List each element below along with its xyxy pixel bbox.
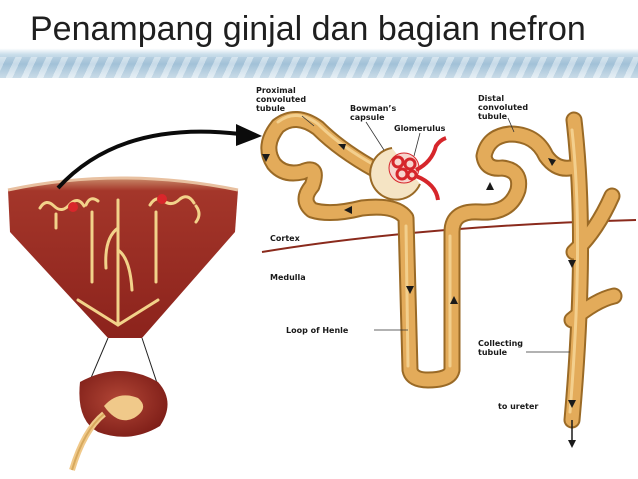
header-band <box>0 0 638 78</box>
zoom-arrowhead <box>236 124 262 146</box>
label-collecting-line1: Collecting <box>478 339 523 348</box>
label-cortex: Cortex <box>270 234 301 243</box>
label-bowman: Bowman’s capsule <box>350 104 396 122</box>
label-loop-of-henle: Loop of Henle <box>286 326 349 335</box>
label-distal-line3: tubule <box>478 112 508 121</box>
label-bowman-line1: Bowman’s <box>350 104 396 113</box>
label-distal: Distal convoluted tubule <box>478 94 528 121</box>
zoom-arrow <box>56 129 241 190</box>
header-stripe <box>0 57 638 78</box>
label-medulla: Medulla <box>270 273 306 282</box>
label-bowman-line2: capsule <box>350 113 385 122</box>
ureter-arrow <box>568 440 576 448</box>
flow-arrows <box>262 144 576 408</box>
wedge-glomerulus-left <box>68 202 78 212</box>
label-proximal-line3: tubule <box>256 104 286 113</box>
bowmans-capsule <box>369 147 421 201</box>
label-distal-line2: convoluted <box>478 103 528 112</box>
nephron-tubules <box>260 111 623 429</box>
label-proximal: Proximal convoluted tubule <box>256 86 306 113</box>
leader-lines <box>301 115 570 353</box>
glomerulus <box>391 136 447 201</box>
label-glomerulus: Glomerulus <box>394 124 446 133</box>
label-to-ureter: to ureter <box>498 402 538 411</box>
label-collecting: Collecting tubule <box>478 339 523 357</box>
label-collecting-line2: tubule <box>478 348 508 357</box>
wedge-glomerulus-right <box>157 194 167 204</box>
label-proximal-line2: convoluted <box>256 95 306 104</box>
label-distal-line1: Distal <box>478 94 504 103</box>
kidney-section-wedge <box>7 176 239 393</box>
label-proximal-line1: Proximal <box>256 86 296 95</box>
kidney-icon <box>69 371 168 471</box>
page-title: Penampang ginjal dan bagian nefron <box>30 10 586 48</box>
wedge-tubules <box>38 195 201 327</box>
